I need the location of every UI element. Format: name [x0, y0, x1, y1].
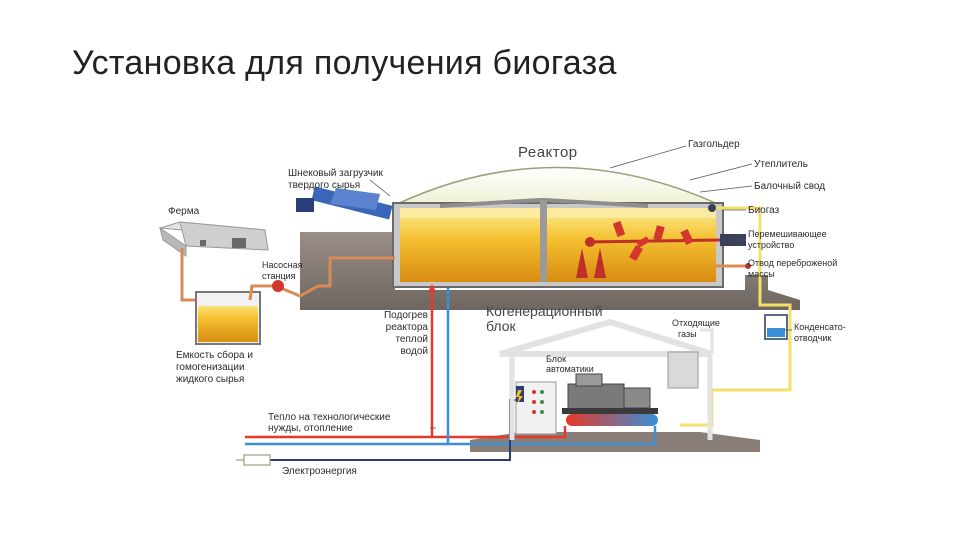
label-biogas: Биогаз [748, 205, 780, 216]
reactor-liquid [400, 216, 716, 282]
label-tank-1: Емкость сбора и [176, 349, 253, 361]
reactor-dome [394, 166, 721, 206]
exhaust-pipe [700, 328, 714, 354]
label-exhaust-1: Отходящие [672, 318, 720, 328]
label-automation-2: автоматики [546, 364, 594, 374]
reactor-tank [392, 166, 746, 288]
label-electricity: Электроэнергия [282, 466, 357, 477]
chp-house [499, 318, 713, 440]
label-automation-1: Блок [546, 354, 566, 364]
collection-tank [195, 291, 261, 345]
label-outlet-1: Отвод переброженой [748, 258, 837, 268]
condensate-trap [764, 314, 788, 340]
label-screw-1: Шнековый загрузчик [288, 168, 383, 179]
label-condensate-1: Конденсато- [794, 322, 846, 332]
label-heat-1: Подогрев [384, 310, 428, 321]
label-mixer-1: Перемешивающее [748, 229, 827, 239]
label-outlet-2: массы [748, 269, 775, 279]
label-beam-roof: Балочный свод [754, 181, 825, 192]
power-plug-icon [236, 454, 271, 466]
label-chp-1: Когенерационный [486, 303, 603, 319]
cold-water-pipe [446, 288, 657, 446]
label-tank-3: жидкого сырья [176, 374, 244, 385]
label-pump-2: станция [262, 271, 296, 281]
label-farm: Ферма [168, 206, 200, 217]
slide-title: Установка для получения биогаза [72, 44, 617, 82]
hot-water-pipe [430, 288, 567, 439]
label-process-heat-1: Тепло на технологические [268, 412, 391, 423]
label-tank-2: гомогенизации [176, 362, 245, 373]
label-chp-2: блок [486, 318, 517, 334]
label-screw-2: твердого сырья [288, 180, 360, 191]
label-exhaust-2: газы [678, 329, 697, 339]
farm-to-tank-pipe [180, 248, 196, 302]
pump [272, 280, 284, 292]
engine [567, 383, 625, 411]
mixer [576, 221, 746, 278]
label-mixer-2: устройство [748, 240, 794, 250]
label-condensate-2: отводчик [794, 333, 831, 343]
label-insulation: Утеплитель [754, 159, 808, 170]
automation-cabinet [515, 381, 557, 435]
reactor-gas-space [400, 208, 716, 218]
label-heat-3: теплой [395, 334, 428, 345]
label-pump-1: Насосная [262, 260, 303, 270]
label-process-heat-2: нужды, отопление [268, 423, 353, 434]
reactor-pillar [540, 200, 547, 282]
ground-soil [300, 232, 800, 310]
label-heat-2: реактора [386, 322, 429, 333]
label-heat-4: водой [400, 346, 428, 357]
feed-pipe [248, 256, 395, 301]
screw-loader [296, 186, 393, 220]
biogas-valve [708, 204, 716, 212]
farm-building [159, 221, 269, 257]
label-reactor: Реактор [518, 144, 578, 161]
heat-exchanger [566, 414, 658, 426]
label-gasholder: Газгольдер [688, 139, 740, 150]
leader-lines [369, 145, 792, 429]
